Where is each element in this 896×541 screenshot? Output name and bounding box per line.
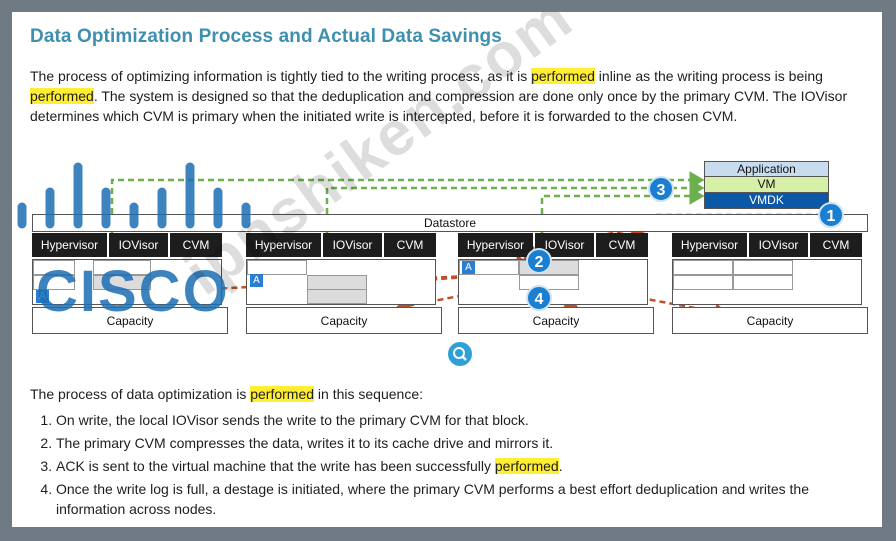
capacity-bar: Capacity: [672, 307, 868, 334]
hypervisor-label: Hypervisor: [672, 233, 747, 257]
block-a-marker: A: [462, 261, 475, 274]
capacity-bar: Capacity: [246, 307, 442, 334]
hypervisor-label: Hypervisor: [458, 233, 533, 257]
storage-cell: [733, 260, 793, 275]
node-storage: A: [458, 259, 648, 305]
node-storage: [672, 259, 862, 305]
step-text: Once the write log is full, a destage is…: [56, 481, 809, 517]
application-stack: Application VM VMDK: [704, 161, 829, 209]
highlight-performed: performed: [250, 386, 315, 402]
storage-cell: [459, 260, 519, 275]
sequence-intro-text: The process of data optimization is: [30, 386, 251, 402]
iovisor-label: IOVisor: [109, 233, 168, 257]
step-text: The primary CVM compresses the data, wri…: [56, 435, 554, 451]
vmdk-label: VMDK: [704, 193, 829, 209]
datastore-bar: Datastore: [32, 214, 868, 232]
cvm-label: CVM: [384, 233, 436, 257]
highlight-performed: performed: [531, 68, 595, 84]
page: Data Optimization Process and Actual Dat…: [12, 12, 882, 527]
iovisor-label: IOVisor: [535, 233, 594, 257]
storage-cell: [519, 260, 579, 275]
cvm-label: CVM: [810, 233, 862, 257]
cvm-label: CVM: [596, 233, 648, 257]
step-badge-3: 3: [648, 176, 674, 202]
zoom-button[interactable]: [448, 342, 472, 366]
storage-cell: [673, 275, 733, 290]
step-badge-4: 4: [526, 285, 552, 311]
site-watermark: ipnshiken.com: [172, 12, 586, 309]
intro-paragraph: The process of optimizing information is…: [30, 66, 860, 126]
step-item: On write, the local IOVisor sends the wr…: [56, 410, 876, 430]
storage-cell: [307, 275, 367, 290]
step-text: .: [558, 458, 563, 474]
step-badge-2: 2: [526, 248, 552, 274]
paragraph-text: The process of optimizing information is…: [30, 68, 532, 84]
hypervisor-label: Hypervisor: [32, 233, 107, 257]
highlight-performed: performed: [30, 88, 94, 104]
node-header: Hypervisor IOVisor CVM: [458, 233, 648, 257]
step-item: ACK is sent to the virtual machine that …: [56, 456, 876, 476]
node-storage: A: [246, 259, 436, 305]
sequence-intro-text: in this sequence:: [314, 386, 424, 402]
step-text: ACK is sent to the virtual machine that …: [56, 458, 495, 474]
paragraph-text: . The system is designed so that the ded…: [30, 88, 848, 124]
sequence-intro: The process of data optimization is perf…: [30, 386, 423, 402]
iovisor-label: IOVisor: [323, 233, 382, 257]
vm-label: VM: [704, 177, 829, 193]
storage-cell: [733, 275, 793, 290]
application-label: Application: [704, 161, 829, 177]
highlight-performed: performed: [494, 458, 559, 474]
step-item: The primary CVM compresses the data, wri…: [56, 433, 876, 453]
step-item: Once the write log is full, a destage is…: [56, 479, 876, 519]
step-text: On write, the local IOVisor sends the wr…: [56, 412, 529, 428]
iovisor-label: IOVisor: [749, 233, 808, 257]
magnifier-icon: [453, 347, 467, 361]
cisco-logo: CISCO: [36, 259, 230, 324]
paragraph-text: inline as the writing process is being: [594, 68, 823, 84]
node-header: Hypervisor IOVisor CVM: [672, 233, 862, 257]
storage-cell: [673, 260, 733, 275]
page-title: Data Optimization Process and Actual Dat…: [30, 26, 502, 47]
capacity-bar: Capacity: [458, 307, 654, 334]
storage-cell: [519, 275, 579, 290]
steps-list: On write, the local IOVisor sends the wr…: [30, 410, 876, 522]
storage-cell: [307, 289, 367, 304]
